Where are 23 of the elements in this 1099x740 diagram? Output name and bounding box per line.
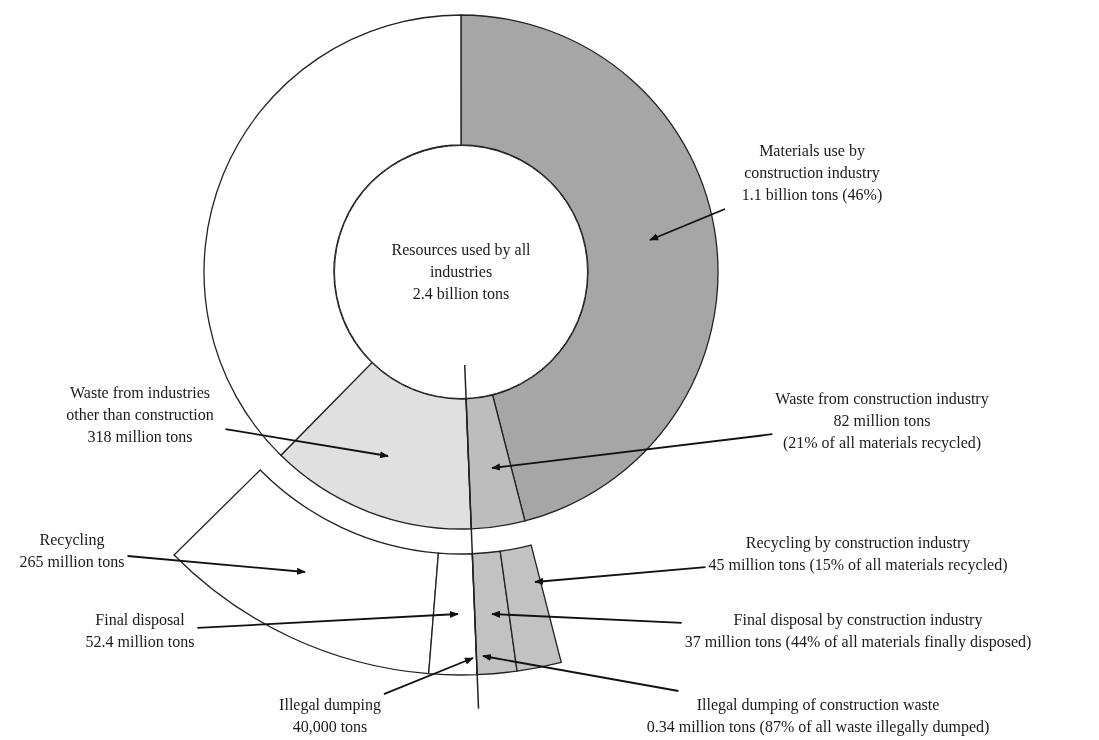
leader-arrow [649, 208, 726, 241]
callout-label: Final disposal by construction industry 37 million tons (44% of all materials finally disposed) [684, 609, 1032, 653]
leader-arrow [196, 610, 459, 629]
callout-label: Illegal dumping 40,000 tons [279, 694, 381, 738]
callout-label: Recycling by construction industry 45 million tons (15% of all materials recycled) [708, 532, 1008, 576]
callout-label: Illegal dumping of construction waste 0.34 million tons (87% of all waste illegally dumped) [646, 694, 990, 738]
callout-label: Waste from construction industry 82 million tons (21% of all materials recycled) [775, 388, 989, 454]
leader-arrow [383, 657, 474, 696]
leader-arrow [491, 610, 683, 624]
callout-label: Final disposal 52.4 million tons [85, 609, 195, 653]
leader-arrow [482, 653, 680, 692]
band-segment [499, 544, 562, 672]
band-segment [428, 552, 478, 676]
callout-label: Recycling 265 million tons [19, 529, 125, 573]
callout-label: Materials use by construction industry 1.1 billion tons (46%) [722, 140, 902, 206]
donut-segment [280, 361, 472, 530]
leader-arrow [126, 555, 306, 575]
band-segment [471, 550, 518, 676]
leader-arrow [224, 428, 389, 459]
donut-segment [465, 394, 526, 530]
leader-arrow [491, 433, 774, 471]
leader-arrow [534, 566, 707, 585]
callout-label: Waste from industries other than construction 318 million tons [57, 382, 223, 448]
